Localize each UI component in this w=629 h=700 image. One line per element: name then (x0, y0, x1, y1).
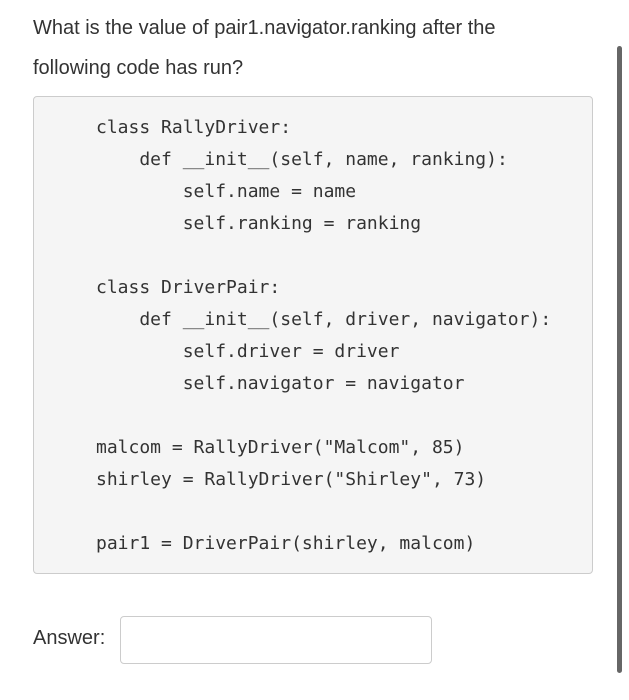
code-line: def __init__(self, name, ranking): (96, 149, 508, 170)
code-line: self.driver = driver (96, 341, 400, 362)
code-line: self.ranking = ranking (96, 213, 422, 234)
code-line: class DriverPair: (96, 277, 281, 298)
question-text: What is the value of pair1.navigator.ran… (33, 8, 593, 88)
code-line: malcom = RallyDriver("Malcom", 85) (96, 437, 465, 458)
code-line: shirley = RallyDriver("Shirley", 73) (96, 469, 487, 490)
scrollbar[interactable] (617, 46, 622, 673)
question-line-1: What is the value of pair1.navigator.ran… (33, 17, 496, 39)
code-line: self.navigator = navigator (96, 373, 465, 394)
answer-input[interactable] (120, 616, 432, 664)
question-line-2: following code has run? (33, 57, 244, 79)
code-block (33, 96, 593, 574)
answer-label: Answer: (33, 627, 106, 649)
code-line: pair1 = DriverPair(shirley, malcom) (96, 533, 476, 554)
code-line: self.name = name (96, 181, 357, 202)
code-line: class RallyDriver: (96, 117, 292, 138)
code-line: def __init__(self, driver, navigator): (96, 309, 552, 330)
